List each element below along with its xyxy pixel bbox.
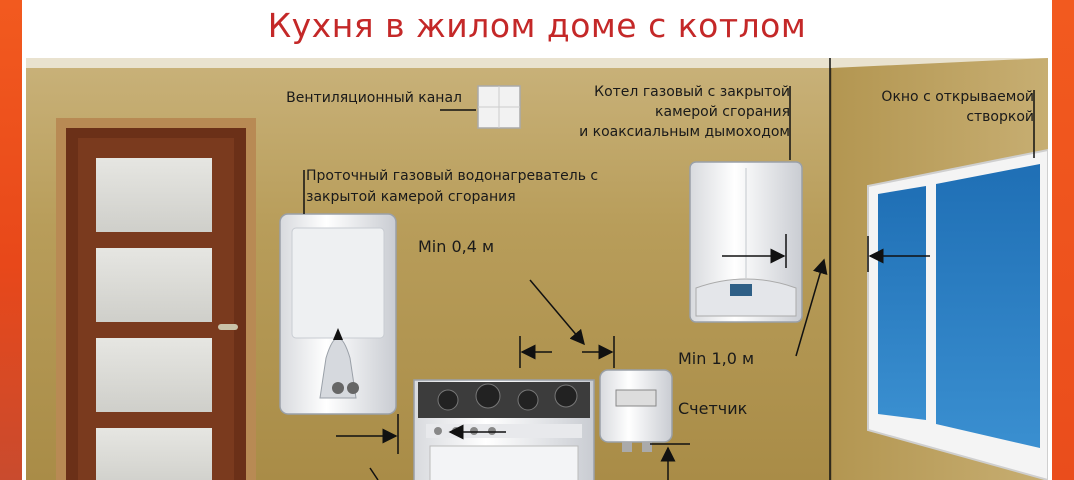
label-vent: Вентиляционный канал (286, 90, 462, 106)
label-boiler-line2: камерой сгорания (655, 104, 790, 120)
label-boiler-line3: и коаксиальным дымоходом (579, 124, 790, 140)
frame-left-border (0, 0, 22, 480)
door (56, 118, 256, 480)
vent-grille-icon (477, 85, 521, 129)
label-window-line2: створкой (966, 109, 1034, 125)
label-heater-line2: закрытой камерой сгорания (306, 189, 516, 205)
window (867, 148, 1048, 480)
label-window-line1: Окно с открываемой (881, 89, 1034, 105)
label-boiler-line1: Котел газовый с закрытой (594, 84, 790, 100)
label-heater-line1: Проточный газовый водонагреватель с (306, 168, 599, 184)
ceiling (26, 58, 1048, 68)
gas-boiler (689, 161, 803, 323)
label-min-1-0: Min 1,0 м (678, 349, 755, 368)
water-heater (279, 213, 397, 415)
kitchen-scene: Вентиляционный канал Котел газовый с зак… (26, 58, 1048, 480)
gas-meter (599, 369, 673, 452)
gas-stove (413, 379, 595, 480)
label-min-0-4: Min 0,4 м (418, 237, 495, 256)
frame-right-border (1052, 0, 1074, 480)
dimension-lines (303, 58, 1035, 480)
page-title: Кухня в жилом доме с котлом (267, 6, 807, 45)
label-meter: Счетчик (678, 399, 748, 418)
kitchen-illustration (26, 58, 1048, 480)
